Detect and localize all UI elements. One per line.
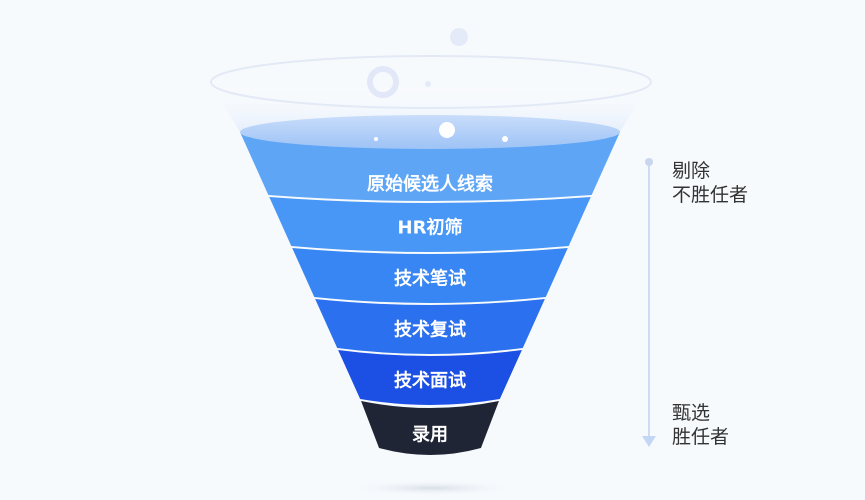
funnel-stage-band xyxy=(292,248,568,303)
annotation-select-line1: 甄选 xyxy=(672,402,710,424)
funnel-stage-label: 技术复试 xyxy=(394,319,466,341)
funnel-stage-label: 技术面试 xyxy=(394,370,466,392)
funnel-stage-label: 原始候选人线索 xyxy=(367,173,493,195)
funnel-stage-label: 技术笔试 xyxy=(394,268,466,290)
funnel-stage-band xyxy=(240,132,620,201)
funnel-stage-band xyxy=(269,197,591,252)
bubble-decoration xyxy=(374,137,378,141)
funnel-stage-band xyxy=(338,350,522,405)
annotation-eliminate-line2: 不胜任者 xyxy=(672,184,748,206)
bubble-decoration xyxy=(425,81,431,87)
annotation-eliminate-line1: 剔除 xyxy=(672,160,710,182)
funnel-stage-label: HR初筛 xyxy=(398,217,463,239)
annotation-select-line2: 胜任者 xyxy=(672,426,729,448)
bubble-decoration xyxy=(502,136,508,142)
bubble-decoration xyxy=(450,28,468,46)
ring-decoration xyxy=(367,66,399,98)
water-surface xyxy=(240,115,620,149)
funnel-stage-band xyxy=(315,299,545,354)
funnel-stage-label: 录用 xyxy=(412,425,448,446)
filter-arrow xyxy=(642,158,656,447)
bubble-decoration xyxy=(439,122,455,138)
funnel-stage-band xyxy=(361,401,499,455)
funnel-shadow xyxy=(342,480,522,496)
funnel-rim xyxy=(210,55,652,109)
